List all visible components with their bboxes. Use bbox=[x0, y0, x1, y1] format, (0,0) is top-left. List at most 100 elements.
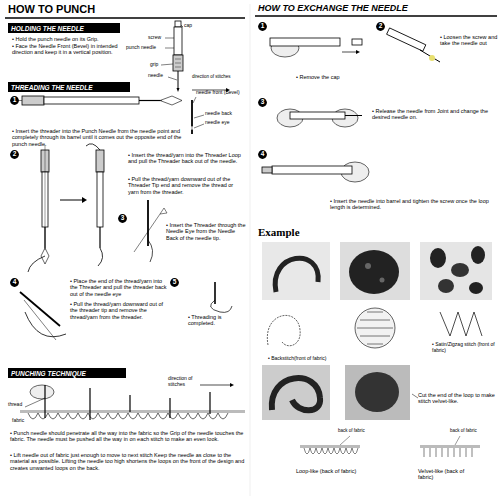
step-number-circle: 2 bbox=[10, 150, 19, 159]
step-number-circle: 2 bbox=[376, 22, 385, 31]
threading-step-5-drawing bbox=[211, 300, 232, 312]
threading-step-4-drawing bbox=[20, 292, 60, 326]
instruction-text: • Place the end of the thread/yarn into … bbox=[70, 278, 168, 297]
part-label: Loop-like (back of fabric) bbox=[296, 468, 358, 474]
punch-needle-drawing bbox=[165, 48, 174, 49]
punching-drawing bbox=[30, 385, 54, 399]
threading-step-3-drawing bbox=[147, 200, 149, 246]
example-photos bbox=[349, 250, 399, 294]
threading-step-2-drawing bbox=[28, 256, 45, 272]
punch-needle-drawing bbox=[161, 21, 230, 92]
step-number-circle: 3 bbox=[118, 214, 127, 223]
circle-outline bbox=[258, 22, 267, 31]
threading-step-5-drawing bbox=[211, 282, 232, 312]
example-photos bbox=[420, 242, 492, 300]
punch-needle-drawing bbox=[173, 55, 183, 71]
threading-step-1-drawing bbox=[44, 97, 139, 104]
step-number: 4 bbox=[261, 151, 265, 158]
threading-step-2-drawing bbox=[96, 150, 104, 172]
exchange-drawings bbox=[270, 38, 340, 46]
part-label: needle eye bbox=[205, 120, 245, 126]
threading-step-2-drawing bbox=[99, 227, 100, 248]
example-photos bbox=[451, 263, 469, 277]
instruction-text: • Lift needle out of fabric just enough … bbox=[10, 452, 245, 471]
exchange-drawings bbox=[262, 28, 440, 182]
instruction-text: • Backstitch(front of fabric) bbox=[268, 356, 343, 362]
step-number: 4 bbox=[13, 279, 17, 286]
instruction-text: • Remove the cap bbox=[296, 74, 366, 80]
exchange-drawings bbox=[387, 28, 426, 51]
example-photos bbox=[262, 242, 330, 300]
part-label: grip bbox=[150, 62, 180, 68]
part-label: thread bbox=[8, 402, 38, 408]
example-photos bbox=[267, 315, 300, 345]
heading-underline bbox=[5, 17, 245, 19]
section-heading: PUNCHING TECHNIQUE bbox=[11, 370, 86, 377]
threading-step-3-drawing bbox=[134, 214, 160, 252]
threading-step-2-drawing bbox=[86, 144, 100, 150]
punching-drawing bbox=[44, 385, 45, 418]
punch-needle-drawing bbox=[178, 71, 179, 88]
punching-drawing bbox=[129, 395, 130, 412]
step-number: 1 bbox=[261, 23, 265, 30]
punching-drawing bbox=[230, 383, 234, 387]
part-label: punch needle bbox=[126, 45, 166, 51]
section-heading: HOLDING THE NEEDLE bbox=[11, 25, 84, 32]
circle-outline bbox=[10, 96, 19, 105]
instruction-text: • Insert the Threader through the Needle… bbox=[166, 222, 246, 241]
step-number-circle: 1 bbox=[258, 22, 267, 31]
instruction-text: • Insert the needle into barrel and tigh… bbox=[330, 198, 495, 211]
loop-velvet-drawings bbox=[340, 436, 350, 445]
instruction-text: • Face the Needle Front (Bevel) in inten… bbox=[12, 43, 132, 56]
circle-outline bbox=[118, 214, 127, 223]
exchange-drawings bbox=[262, 167, 272, 173]
instruction-text: • Satin/Zigzag stitch (front of fabric) bbox=[432, 342, 497, 354]
threading-step-2-drawing bbox=[98, 248, 103, 266]
threading-step-1-drawing bbox=[193, 97, 196, 103]
example-photos bbox=[430, 248, 446, 268]
part-label: fabric bbox=[12, 418, 42, 424]
punch-needle-drawing bbox=[161, 64, 173, 65]
section-band: HOLDING THE NEEDLE bbox=[8, 23, 120, 33]
circle-outline bbox=[376, 22, 385, 31]
punch-needle-drawing bbox=[177, 88, 180, 92]
punch-needle-drawing bbox=[174, 27, 182, 55]
instruction-text: • Pull the thread/yarn downward out of t… bbox=[70, 301, 168, 320]
loop-velvet-drawings bbox=[424, 448, 472, 457]
sheet-title: HOW TO PUNCH bbox=[8, 3, 95, 15]
punching-drawing bbox=[169, 398, 170, 418]
exchange-drawings bbox=[420, 50, 440, 62]
part-label: back of fabric bbox=[450, 428, 495, 433]
heading-underline bbox=[5, 4, 497, 496]
instruction-text: • Threading is completed. bbox=[188, 314, 243, 327]
example-photos bbox=[340, 242, 410, 300]
step-number: 3 bbox=[121, 215, 125, 222]
punch-needle-drawing bbox=[181, 25, 183, 27]
example-photos bbox=[355, 372, 399, 412]
part-label: Cut the end of the loop to make stitch v… bbox=[418, 392, 496, 405]
example-photos bbox=[357, 312, 393, 344]
threading-step-2-drawing bbox=[45, 145, 46, 250]
circle-outline bbox=[258, 98, 267, 107]
example-photos bbox=[262, 365, 330, 420]
punching-drawing bbox=[25, 398, 45, 407]
part-label: back of fabric bbox=[338, 428, 388, 433]
punching-drawing bbox=[20, 410, 245, 413]
heading-underline bbox=[255, 15, 497, 17]
instruction-text: • Punch needle should penetrate all the … bbox=[10, 430, 245, 443]
section-band: THREADING THE NEEDLE bbox=[8, 82, 130, 92]
part-label: direction of stitches bbox=[192, 74, 237, 79]
loop-velvet-drawings bbox=[420, 445, 480, 448]
punching-drawing bbox=[89, 388, 90, 420]
threading-step-2-drawing bbox=[41, 248, 49, 264]
threading-step-2-drawing bbox=[28, 144, 104, 272]
instruction-text: • Loosen the screw and take the needle o… bbox=[440, 34, 498, 47]
step-number-circle: 5 bbox=[170, 278, 179, 287]
exchange-drawings bbox=[356, 50, 360, 54]
example-photos bbox=[440, 312, 482, 336]
punch-needle-drawing bbox=[175, 67, 181, 68]
instruction-text: • Insert the thread/yarn into the Thread… bbox=[128, 152, 243, 165]
threading-step-4-drawing bbox=[20, 292, 66, 340]
threading-step-2-drawing bbox=[60, 200, 82, 201]
